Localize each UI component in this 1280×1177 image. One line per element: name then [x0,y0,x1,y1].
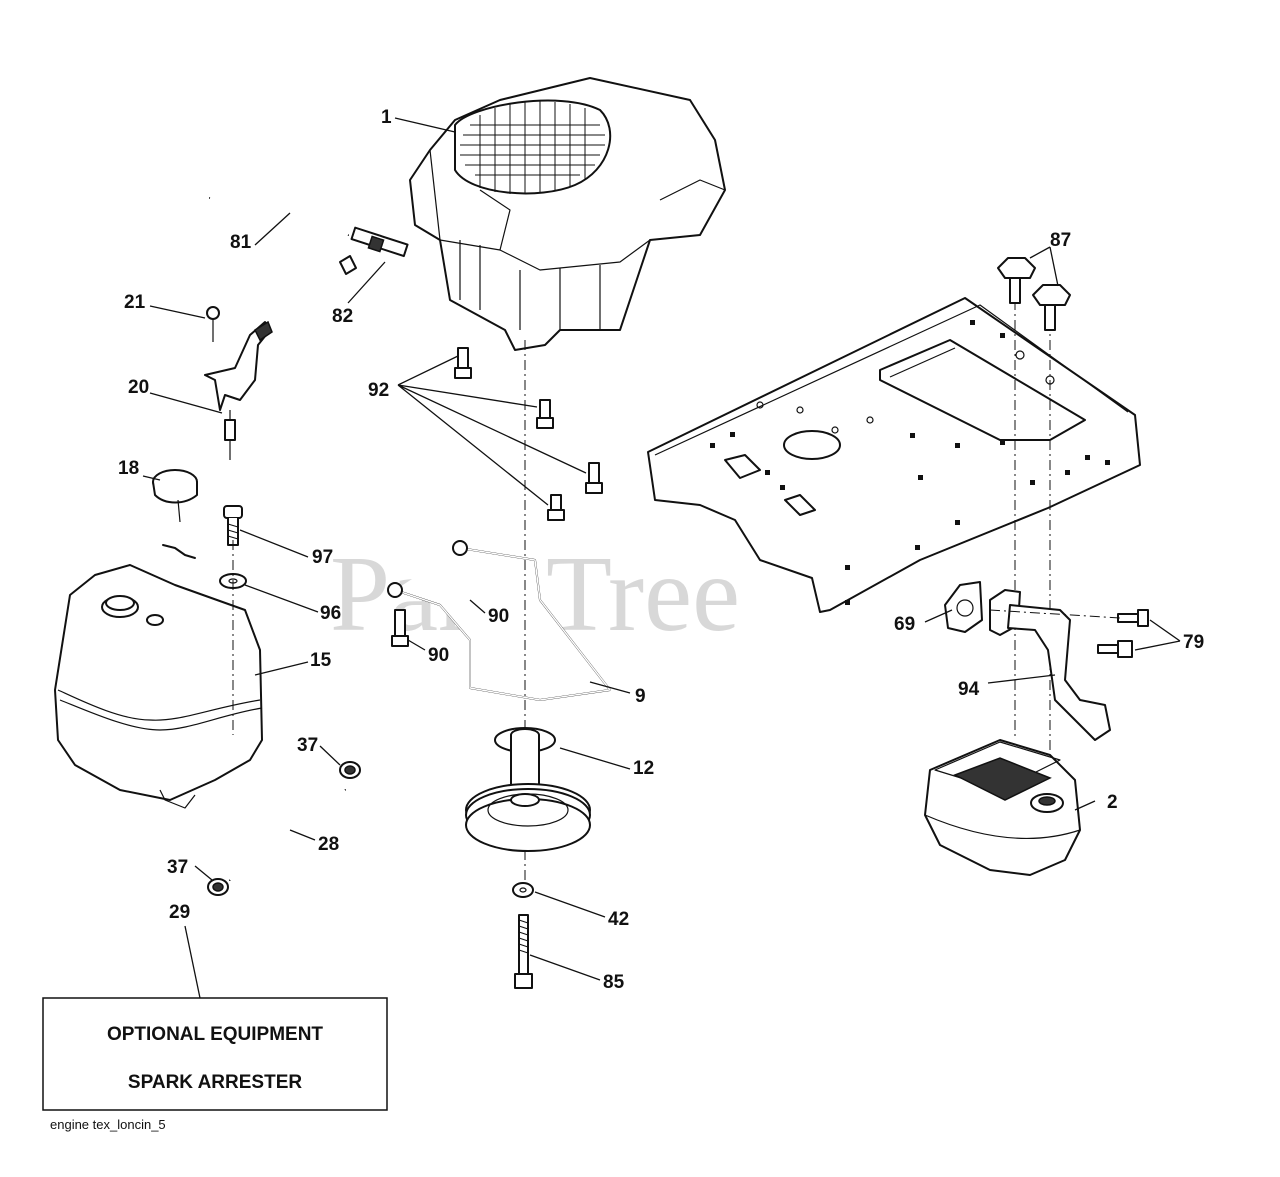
label-37-lower: 37 [167,857,188,878]
label-94: 94 [958,679,980,700]
label-69: 69 [894,614,915,635]
label-2: 2 [1107,792,1118,813]
label-79: 79 [1183,632,1204,653]
spark-arrester-text: SPARK ARRESTER [128,1072,302,1093]
knobs-87 [997,257,1071,331]
label-81: 81 [230,232,252,253]
label-90-upper: 90 [488,606,509,627]
label-29: 29 [169,902,190,923]
frame-plate [647,297,1141,780]
hose-clamp-37-lower [207,878,229,896]
label-28: 28 [318,834,339,855]
label-92: 92 [368,380,389,401]
gasket-69 [944,581,983,633]
label-42: 42 [608,909,629,930]
part-labels: 1 81 82 21 20 18 92 87 97 96 15 90 90 9 … [118,107,1204,993]
label-1: 1 [381,107,392,128]
optional-equipment-box: OPTIONAL EQUIPMENT SPARK ARRESTER [42,997,388,1111]
leader-lines [142,117,1181,999]
label-20: 20 [128,377,149,398]
label-9: 9 [635,686,646,707]
label-82: 82 [332,306,353,327]
pulley-12 [465,727,591,852]
label-15: 15 [310,650,332,671]
diagram-caption: engine tex_loncin_5 [50,1117,166,1132]
muffler-2 [924,739,1081,876]
engine-drawing [409,77,726,351]
label-21: 21 [124,292,146,313]
fuel-tank-15 [54,540,263,809]
label-37-upper: 37 [297,735,318,756]
throttle-bracket-20 [204,320,273,460]
bolt-85 [514,914,533,989]
bolts-92 [454,347,603,521]
bolts-79 [989,609,1149,658]
hose-clamp-37-upper [339,761,361,779]
optional-equipment-title: OPTIONAL EQUIPMENT [107,1024,323,1045]
label-85: 85 [603,972,625,993]
screw-97 [223,505,243,546]
washer-42 [512,882,534,898]
fuel-filter-82 [339,226,409,275]
label-18: 18 [118,458,139,479]
exhaust-pipe-94 [989,589,1111,741]
label-96: 96 [320,603,341,624]
label-90-lower: 90 [428,645,449,666]
label-97: 97 [312,547,333,568]
label-87: 87 [1050,230,1071,251]
label-12: 12 [633,758,654,779]
fuel-cap-18 [152,469,198,559]
screw-21 [206,306,220,342]
